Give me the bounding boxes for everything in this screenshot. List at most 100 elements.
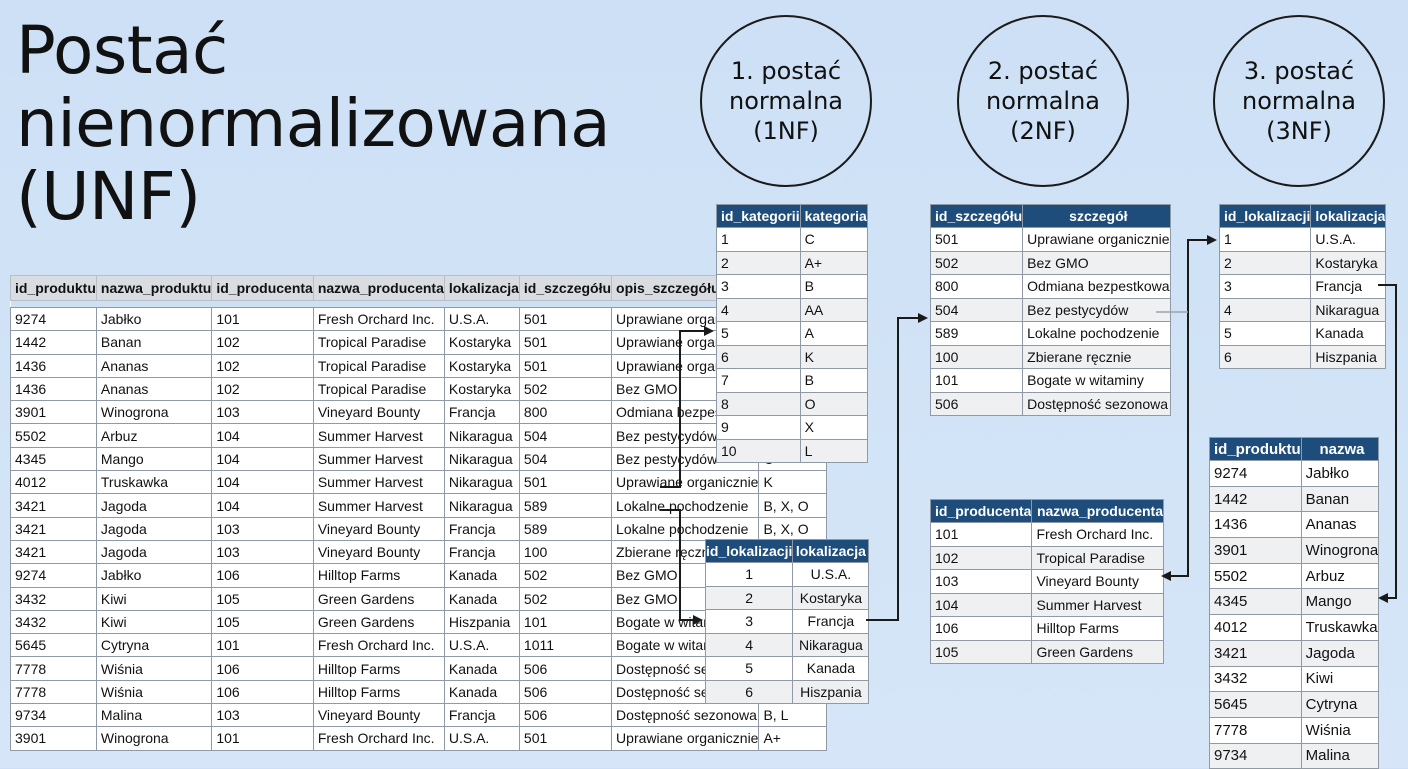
produkty-cell: 1442 <box>1209 485 1302 513</box>
unf-cell: Jabłko <box>95 563 213 588</box>
producenci-cell: Vineyard Bounty <box>1031 569 1165 594</box>
unf-cell: Summer Harvest <box>312 446 445 472</box>
lokalizacje_3nf-cell: 2 <box>1218 250 1312 275</box>
unf-cell: 1436 <box>10 376 97 402</box>
unf-cell: Truskawka <box>95 470 213 495</box>
unf-cell: Hilltop Farms <box>312 563 445 588</box>
lokalizacje_3nf-cell: Francja <box>1310 274 1387 299</box>
lokalizacje_1nf-cell: Kanada <box>792 656 870 681</box>
kategorie-cell: 6 <box>716 344 801 369</box>
arrow-lokalizacje-to-szczegoly <box>866 313 928 621</box>
unf-cell: 105 <box>211 586 314 611</box>
kategorie-cell: B <box>799 368 868 393</box>
unf-cell: Nikaragua <box>443 446 520 472</box>
unf-cell: 104 <box>211 423 314 448</box>
szczegoly-cell: Bogate w witaminy <box>1022 368 1171 393</box>
nf2-line-2: normalna <box>985 87 1100 115</box>
unf-cell: Banan <box>95 330 213 355</box>
unf-cell: Green Gardens <box>312 586 445 611</box>
unf-header-cell: id_szczegółu <box>518 275 613 301</box>
unf-cell: Ananas <box>95 353 213 378</box>
kategorie-cell: B <box>799 274 868 299</box>
unf-cell: Wiśnia <box>95 679 213 705</box>
unf-cell: 101 <box>518 609 613 635</box>
nf1-circle: 1. postać normalna (1NF) <box>700 15 872 187</box>
lokalizacje_3nf-cell: Nikaragua <box>1310 297 1387 322</box>
szczegoly-cell: Zbierane ręcznie <box>1022 344 1171 369</box>
unf-header-cell: lokalizacja <box>443 275 520 301</box>
producenci-cell: 105 <box>929 639 1033 664</box>
unf-cell: 104 <box>211 493 314 518</box>
lokalizacje_1nf-cell: 6 <box>704 679 794 704</box>
unf-cell: 800 <box>518 400 613 425</box>
unf-cell: Vineyard Bounty <box>312 516 445 541</box>
nf3-line-1: 3. postać <box>1243 57 1355 85</box>
unf-cell: Wiśnia <box>95 656 213 681</box>
producenci-cell: 106 <box>929 616 1033 641</box>
produkty-cell: Wiśnia <box>1300 716 1380 744</box>
unf-cell: 501 <box>518 306 613 332</box>
arrow-lokalizacje3nf-to-produkty <box>1378 284 1397 603</box>
unf-cell: U.S.A. <box>443 726 520 751</box>
lokalizacje_1nf-cell: 2 <box>704 585 794 610</box>
title-line-1: Postać <box>16 12 228 89</box>
unf-cell: 104 <box>211 470 314 495</box>
nf2-line-3: (2NF) <box>1010 117 1076 145</box>
produkty-header-cell: nazwa <box>1300 437 1380 461</box>
unf-cell: Kiwi <box>95 609 213 635</box>
kategorie-cell: AA <box>799 297 868 322</box>
unf-cell: 106 <box>211 679 314 705</box>
kategorie-cell: A <box>799 321 868 346</box>
unf-cell: 501 <box>518 726 613 751</box>
arrow-producenci-to-lokalizacje3nf <box>1161 312 1189 581</box>
unf-cell: Hiszpania <box>443 609 520 635</box>
szczegoly-cell: Uprawiane organicznie <box>1022 227 1171 252</box>
title-line-3: (UNF) <box>16 158 201 235</box>
unf-cell: 103 <box>211 516 314 541</box>
unf-cell: Malina <box>95 703 213 728</box>
unf-cell: Jagoda <box>95 516 213 541</box>
unf-cell: Nikaragua <box>443 493 520 518</box>
unf-cell: 506 <box>518 679 613 705</box>
nf2-line-1: 2. postać <box>987 57 1099 85</box>
unf-cell: Kanada <box>443 586 520 611</box>
arrow-unf-to-lokalizacje <box>660 509 703 625</box>
nf3-line-2: normalna <box>1241 87 1356 115</box>
unf-cell: Winogrona <box>95 726 213 751</box>
produkty-cell: Truskawka <box>1300 614 1380 641</box>
kategorie-cell: 10 <box>716 438 801 463</box>
kategorie-header-cell: id_kategorii <box>716 204 801 228</box>
unf-cell: Cytryna <box>95 633 213 658</box>
lokalizacje_1nf-cell: Francja <box>792 609 870 634</box>
unf-cell: Kostaryka <box>443 376 520 402</box>
produkty-cell: 5645 <box>1209 691 1302 718</box>
lokalizacje_3nf-cell: Kostaryka <box>1310 250 1387 275</box>
unf-cell: 501 <box>518 470 613 495</box>
unf-cell: Dostępność sezonowa <box>611 703 760 728</box>
szczegoly-cell: Dostępność sezonowa <box>1022 391 1171 416</box>
unf-cell: Jagoda <box>95 539 213 565</box>
lokalizacje_3nf-cell: Kanada <box>1310 321 1387 346</box>
unf-cell: 501 <box>518 353 613 378</box>
page-title: Postać nienormalizowana (UNF) <box>16 12 611 235</box>
unf-cell: Lokalne pochodzenie <box>611 493 760 518</box>
unf-cell: 3901 <box>10 400 97 425</box>
producenci-cell: Green Gardens <box>1031 639 1165 664</box>
produkty-cell: 7778 <box>1209 716 1302 744</box>
producenci-header-cell: id_producenta <box>929 499 1033 523</box>
kategorie-cell: O <box>799 391 868 416</box>
nf3-line-3: (3NF) <box>1266 117 1332 145</box>
